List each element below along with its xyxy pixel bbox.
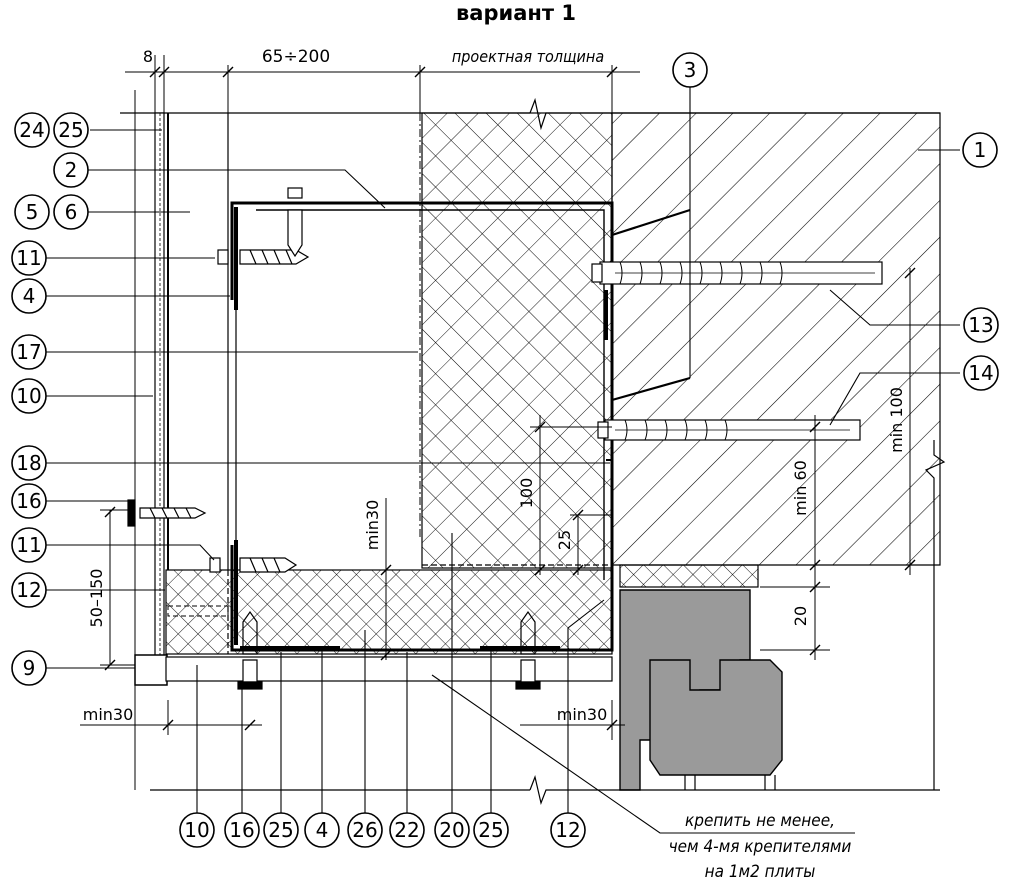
callout-bottom-16: 16 bbox=[224, 812, 260, 848]
dim-100: 100 bbox=[517, 478, 536, 509]
svg-text:16: 16 bbox=[229, 818, 254, 842]
svg-text:24: 24 bbox=[19, 118, 44, 142]
drawing-title: вариант 1 bbox=[456, 1, 576, 25]
svg-text:14: 14 bbox=[968, 361, 993, 385]
svg-text:25: 25 bbox=[58, 118, 83, 142]
dim-min30-bottom-right: min30 bbox=[557, 705, 608, 724]
callout-9: 9 bbox=[11, 650, 47, 686]
callout-1: 1 bbox=[962, 132, 998, 168]
facade-cladding bbox=[134, 90, 613, 790]
insulation-main bbox=[421, 112, 613, 569]
callout-bottom-10: 10 bbox=[179, 812, 215, 848]
callout-11-lower: 11 bbox=[11, 527, 47, 563]
dim-25: 25 bbox=[555, 530, 574, 550]
svg-text:16: 16 bbox=[16, 489, 41, 513]
svg-text:12: 12 bbox=[555, 818, 580, 842]
svg-text:13: 13 bbox=[968, 313, 993, 337]
insulation-lower bbox=[165, 569, 613, 655]
callout-bottom-22: 22 bbox=[389, 812, 425, 848]
callout-25: 25 bbox=[53, 112, 89, 148]
callouts-right: 3 1 13 14 bbox=[672, 52, 999, 391]
callout-5: 5 bbox=[14, 194, 50, 230]
anchor-bolt-14 bbox=[597, 419, 861, 441]
svg-text:4: 4 bbox=[23, 284, 36, 308]
svg-text:22: 22 bbox=[394, 818, 419, 842]
note-line-2: чем 4-мя крепителями bbox=[669, 837, 852, 857]
dim-50-150: 50–150 bbox=[87, 569, 106, 628]
dim-20: 20 bbox=[791, 606, 810, 626]
callout-bottom-26: 26 bbox=[347, 812, 383, 848]
svg-text:9: 9 bbox=[23, 656, 36, 680]
callout-6: 6 bbox=[53, 194, 89, 230]
svg-text:5: 5 bbox=[26, 200, 39, 224]
dimension-lines bbox=[80, 55, 940, 806]
callout-10: 10 bbox=[11, 378, 47, 414]
callout-3: 3 bbox=[672, 52, 708, 88]
callout-16: 16 bbox=[11, 483, 47, 519]
callout-bottom-25a: 25 bbox=[263, 812, 299, 848]
dimension-texts: 8 65÷200 проектная толщина min30 100 25 … bbox=[83, 47, 906, 724]
svg-text:3: 3 bbox=[684, 58, 697, 82]
callout-bottom-12: 12 bbox=[550, 812, 586, 848]
callout-12: 12 bbox=[11, 572, 47, 608]
note-line-1: крепить не менее, bbox=[685, 811, 835, 831]
svg-text:20: 20 bbox=[439, 818, 464, 842]
note-line-3: на 1м2 плиты bbox=[705, 862, 816, 882]
svg-text:10: 10 bbox=[16, 384, 41, 408]
svg-text:25: 25 bbox=[478, 818, 503, 842]
dim-min100: min 100 bbox=[887, 387, 906, 453]
svg-text:10: 10 bbox=[184, 818, 209, 842]
fastening-note: крепить не менее, чем 4-мя крепителями н… bbox=[669, 811, 852, 882]
self-tapping-screws bbox=[127, 187, 310, 573]
callout-11-upper: 11 bbox=[11, 240, 47, 276]
dim-min30-bottom-left: min30 bbox=[83, 705, 134, 724]
dim-8: 8 bbox=[143, 47, 153, 66]
callout-14: 14 bbox=[963, 355, 999, 391]
callout-bottom-20: 20 bbox=[434, 812, 470, 848]
callout-17: 17 bbox=[11, 334, 47, 370]
callout-24: 24 bbox=[14, 112, 50, 148]
callout-2: 2 bbox=[53, 152, 89, 188]
callout-18: 18 bbox=[11, 445, 47, 481]
svg-text:17: 17 bbox=[16, 340, 41, 364]
callout-13: 13 bbox=[963, 307, 999, 343]
callouts-left: 24 25 2 5 6 11 4 17 10 18 16 11 12 9 bbox=[11, 112, 89, 686]
dowels-bottom bbox=[237, 610, 541, 690]
svg-text:6: 6 bbox=[65, 200, 78, 224]
svg-text:25: 25 bbox=[268, 818, 293, 842]
svg-text:18: 18 bbox=[16, 451, 41, 475]
dim-min60: min 60 bbox=[791, 460, 810, 516]
svg-text:11: 11 bbox=[16, 533, 41, 557]
callout-4: 4 bbox=[11, 278, 47, 314]
callouts-bottom: 10 16 25 4 26 22 20 25 12 bbox=[179, 812, 586, 848]
svg-text:2: 2 bbox=[65, 158, 78, 182]
svg-text:12: 12 bbox=[16, 578, 41, 602]
svg-text:26: 26 bbox=[352, 818, 377, 842]
anchor-bolt-13 bbox=[591, 261, 883, 285]
callout-bottom-4: 4 bbox=[304, 812, 340, 848]
dim-design-thickness: проектная толщина bbox=[452, 47, 604, 66]
dim-min30-vertical: min30 bbox=[363, 500, 382, 551]
svg-text:4: 4 bbox=[316, 818, 329, 842]
svg-text:11: 11 bbox=[16, 246, 41, 270]
window-frame bbox=[619, 564, 783, 791]
leader-lines bbox=[46, 87, 960, 834]
callout-bottom-25b: 25 bbox=[473, 812, 509, 848]
dim-range: 65÷200 bbox=[262, 47, 330, 67]
svg-text:1: 1 bbox=[974, 138, 987, 162]
